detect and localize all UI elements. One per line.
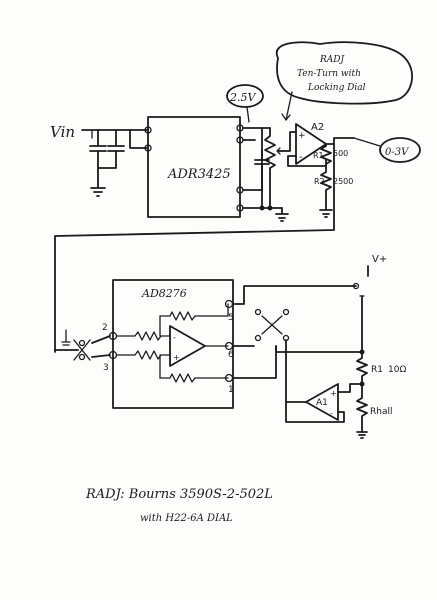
output-selector-switch [254,308,290,342]
radj-potentiometer [264,127,291,209]
vin-label: Vin [50,123,75,141]
pin-5-wire [232,285,357,305]
svg-text:RADJ: RADJ [319,55,345,65]
ina-internal-resistors [116,311,229,383]
amp-a1-label: A1 [316,398,328,408]
svg-text:Locking Dial: Locking Dial [307,83,366,93]
svg-text:+: + [173,353,180,362]
a2-to-ina-wire [54,143,335,351]
ref-out-wire [242,127,263,191]
top-r2-label: R2 [314,177,325,186]
pin-5-label: 5 [228,313,234,323]
a1-feedback-wire [285,401,345,423]
pin-2-label: 2 [102,323,108,333]
op-amp-a1: + - [305,383,339,421]
pin-1-label: 1 [228,385,234,395]
a2-output-wire [325,137,355,145]
output-range-bubble: 0-3V [353,137,421,163]
supply-label: V+ [372,254,387,265]
radj-note-bubble: RADJ Ten-Turn with Locking Dial [275,41,413,121]
ina-chip-box [112,279,234,409]
input-capacitor-2 [97,129,125,169]
footnote-line-2: with H22-6A DIAL [140,513,233,524]
ref-voltage-bubble: 2.5V [226,84,264,123]
amp-a2-label: A2 [311,122,324,133]
svg-text:+: + [330,389,337,398]
ref-output-capacitor [254,149,270,191]
pin-3-label: 3 [103,363,109,373]
rhall-resistor [356,383,368,429]
ina-pin-5 [224,299,234,309]
input-selector-switch [54,329,111,361]
svg-text:-: - [299,152,303,163]
bottom-r1-label: R1 [371,365,383,375]
a2-ground-symbol [319,205,333,218]
ref-chip-label: ADR3425 [167,167,231,182]
r1-sense-top-wire [275,345,363,353]
top-resistor-r1 [320,143,332,169]
top-r1-value: 500 [333,149,348,158]
a1-plus-wire [337,383,363,393]
svg-text:0-3V: 0-3V [385,147,410,158]
a2-plus-wire [289,131,297,141]
pin-1-wire [232,345,277,379]
ina-internal-amp: - + [169,325,206,367]
ina-chip-label: AD8276 [141,287,187,300]
top-r2-value: 2500 [333,177,353,186]
svg-text:2.5V: 2.5V [229,91,256,104]
rhall-ground-symbol [356,427,368,439]
ref-chip-box [147,116,241,218]
top-resistor-r2 [320,167,332,207]
rhall-label: Rhall [370,407,392,417]
ref-ground-symbol [275,207,289,222]
op-amp-a2: + - [295,123,327,165]
pin-6-label: 6 [228,350,234,360]
bottom-r1-value: 10Ω [388,365,406,375]
svg-text:-: - [330,409,333,418]
bottom-resistor-r1 [356,351,368,385]
supply-terminal [352,282,360,290]
top-r1-label: R1 [313,151,324,160]
input-capacitor-1 [89,129,107,183]
svg-text:Ten-Turn with: Ten-Turn with [297,69,361,79]
footnote-line-1: RADJ: Bourns 3590S-2-502L [85,487,273,502]
vin-enable-wire [129,129,149,149]
svg-text:+: + [298,131,306,141]
pot-gnd-junction [267,205,273,211]
svg-text:-: - [173,333,176,342]
input-ground-symbol [90,181,106,197]
